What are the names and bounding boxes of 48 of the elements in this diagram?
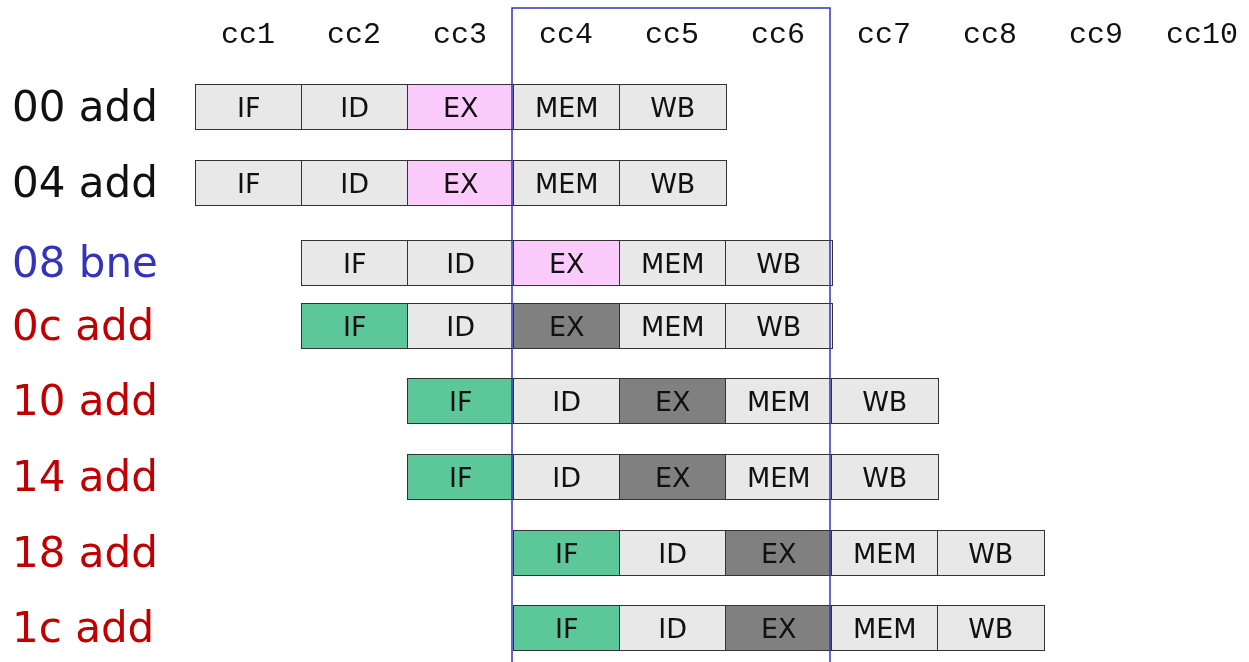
pipeline-stage: EX [513,303,621,349]
pipeline-stage: MEM [831,530,939,576]
pipeline-stage: WB [937,530,1045,576]
pipeline-stage: MEM [513,160,621,206]
instruction-label: 14 add [12,452,158,502]
clock-cycle-label: cc2 [326,18,382,52]
clock-cycle-label: cc8 [962,18,1018,52]
instruction-label: 00 add [12,82,158,132]
pipeline-stage: ID [619,530,727,576]
pipeline-stage: IF [195,84,303,130]
pipeline-stage: WB [725,303,833,349]
clock-cycle-label: cc9 [1068,18,1124,52]
instruction-label: 0c add [12,301,155,351]
pipeline-stage: WB [725,240,833,286]
clock-cycle-label: cc1 [220,18,276,52]
pipeline-stage: IF [513,530,621,576]
pipeline-stage: MEM [831,605,939,651]
pipeline-stage: WB [831,378,939,424]
pipeline-stage: MEM [513,84,621,130]
instruction-label: 10 add [12,376,158,426]
pipeline-stage: MEM [619,240,727,286]
pipeline-stage: EX [619,378,727,424]
pipeline-stage: MEM [619,303,727,349]
instruction-label: 1c add [12,603,155,653]
pipeline-stage: IF [301,240,409,286]
pipeline-stage: ID [301,160,409,206]
clock-cycle-label: cc4 [538,18,594,52]
pipeline-stage: ID [619,605,727,651]
instruction-label: 08 bne [12,238,158,288]
instruction-label: 18 add [12,528,158,578]
pipeline-stage: WB [831,454,939,500]
pipeline-stage: ID [513,454,621,500]
pipeline-stage: WB [619,160,727,206]
pipeline-stage: ID [301,84,409,130]
instruction-label: 04 add [12,158,158,208]
pipeline-stage: EX [619,454,727,500]
clock-cycle-label: cc3 [432,18,488,52]
clock-cycle-label: cc5 [644,18,700,52]
pipeline-stage: IF [195,160,303,206]
pipeline-stage: WB [619,84,727,130]
pipeline-stage: WB [937,605,1045,651]
clock-cycle-label: cc6 [750,18,806,52]
clock-cycle-label: cc10 [1165,18,1239,52]
pipeline-stage: EX [513,240,621,286]
clock-cycle-label: cc7 [856,18,912,52]
pipeline-stage: IF [513,605,621,651]
pipeline-stage: ID [513,378,621,424]
pipeline-stage: IF [301,303,409,349]
